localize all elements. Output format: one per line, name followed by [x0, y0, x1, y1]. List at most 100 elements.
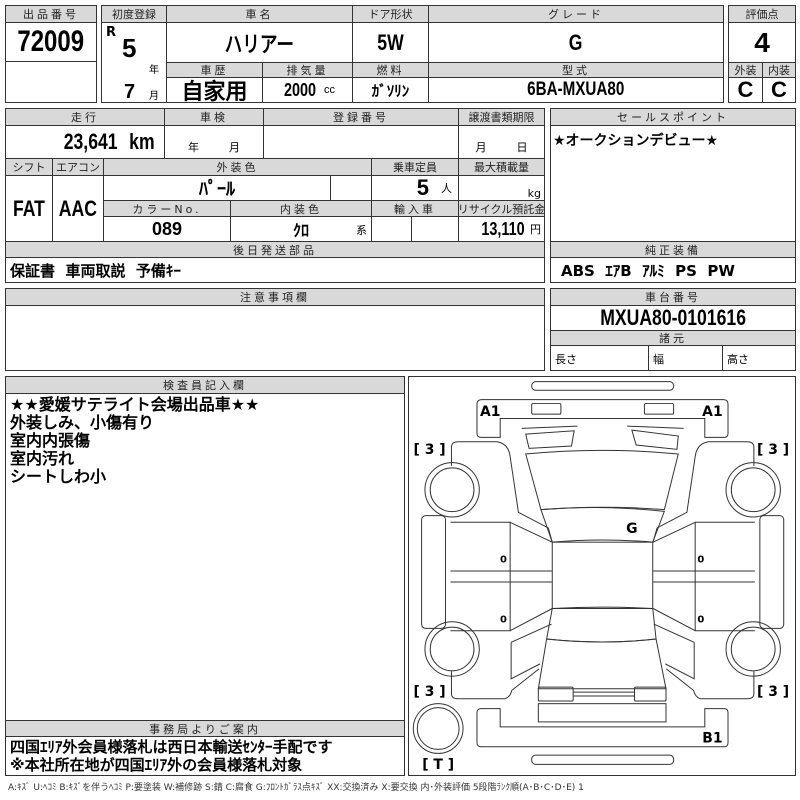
int-color: ｸﾛ系 [230, 216, 372, 242]
exterior-label: 外装 [728, 62, 763, 78]
import-label: 輸入車 [371, 200, 459, 217]
fog-right [643, 403, 675, 415]
spec-length: 長さ [550, 345, 649, 371]
reg-year: 5 [122, 33, 137, 63]
later-parts: 保証書 車両取説 予備ｷｰ [5, 257, 545, 283]
later-parts-label: 後日発送部品 [5, 241, 545, 258]
spec-height: 高さ [722, 345, 796, 371]
roof [551, 541, 654, 609]
max-load-label: 最大積載量 [458, 158, 545, 176]
office-notice: 四国ｴﾘｱ外会員様落札は西日本輸送ｾﾝﾀｰ手配です ※本社所在地が四国ｴﾘｱ外の… [5, 736, 405, 776]
legend: A:ｷｽﾞ U:ﾍｺﾐ B:ｷｽﾞを伴うﾍｺﾐ P:要塗装 W:補修跡 S:錆 … [8, 783, 584, 793]
model-label: 型式 [428, 62, 724, 78]
aircon-label: エアコン [52, 158, 104, 176]
capacity-label: 乗車定員 [371, 158, 459, 176]
equipment: ABS ｴｱB ｱﾙﾐ PS PW [550, 257, 796, 283]
inspector-line: 室内汚れ [10, 449, 75, 468]
lot-label: 出品番号 [5, 5, 97, 23]
reg-month: 7 [124, 81, 136, 103]
history: 自家用 [166, 77, 263, 103]
lot-blank [5, 61, 97, 103]
hood [525, 449, 679, 511]
trunk [537, 638, 667, 690]
inspector-label: 検査員記入欄 [5, 376, 405, 394]
ext-color-label: 外装色 [103, 158, 372, 176]
chassis-label: 車台番号 [550, 288, 796, 306]
headlight-right [631, 429, 679, 450]
mark-rear: B1 [702, 730, 722, 746]
taillight-left [537, 686, 574, 702]
transfer-deadline: 月日 [458, 125, 545, 159]
rear-glass [546, 606, 657, 643]
mark-tire-rl: [ 3 ] [414, 684, 446, 700]
rear-bar [531, 754, 675, 765]
fuel-label: 燃料 [352, 62, 429, 78]
mark-door-fl: 0 [500, 555, 507, 566]
exterior-score: C [728, 77, 763, 103]
mark-spare: [ T ] [422, 757, 454, 773]
grade-label: グレード [428, 5, 724, 23]
history-label: 車歴 [166, 62, 263, 78]
score-label: 評価点 [728, 5, 796, 23]
color-no: 089 [103, 216, 231, 242]
color-no-label: カラーNo. [103, 200, 231, 217]
inspector-line: 室内内張傷 [10, 431, 91, 450]
import-cell-2 [411, 216, 459, 242]
max-load: kg [458, 175, 545, 201]
sales-point-label: セールスポイント [550, 108, 796, 126]
inspection-label: 車検 [164, 108, 264, 126]
door-type: 5W [352, 22, 429, 63]
inspector-line: 外装しみ、小傷有り [10, 413, 155, 432]
chassis-number: MXUA80-0101616 [550, 305, 796, 331]
mark-door-rl: 0 [500, 614, 507, 625]
sales-point: ★オークションデビュー★ [550, 125, 796, 242]
mark-tire-rr: [ 3 ] [757, 684, 789, 700]
front-bar [531, 381, 675, 391]
office-label: 事務局よりご案内 [5, 720, 405, 737]
specs-label: 諸元 [550, 330, 796, 346]
fuel: ｶﾞｿﾘﾝ [352, 77, 429, 103]
left-side [421, 441, 553, 700]
car-diagram-svg: A1 A1 [ 3 ] [ 3 ] [ 3 ] [ 3 ] G B1 [ T ]… [412, 381, 789, 773]
shift: FAT [5, 175, 53, 242]
car-name: ハリアー [166, 22, 353, 63]
grade: G [428, 22, 724, 63]
transfer-deadline-label: 譲渡書類期限 [458, 108, 545, 126]
mark-door-rr: 0 [697, 614, 704, 625]
front-bumper [476, 399, 729, 438]
mark-front-left: A1 [480, 404, 500, 420]
notes-label: 注意事項欄 [5, 288, 545, 306]
mark-door-fr: 0 [697, 555, 704, 566]
car-name-label: 車名 [166, 5, 353, 23]
grille-lines [521, 425, 684, 429]
reg-number-label: 登録番号 [263, 108, 459, 126]
right-side [652, 441, 785, 700]
headlight-left [525, 430, 575, 449]
first-reg-label: 初度登録 [101, 5, 167, 23]
rear-garnish [573, 691, 635, 697]
lot-number: 72009 [5, 22, 97, 62]
displacement-label: 排気量 [262, 62, 353, 78]
inspector-line: ★★愛媛サテライト会場出品車★★ [10, 395, 260, 414]
recycle-label: リサイクル預託金 [458, 200, 545, 217]
shift-label: シフト [5, 158, 53, 176]
taillight-right [634, 686, 667, 702]
month-unit: 月 [149, 91, 159, 102]
mark-tire-fl: [ 3 ] [414, 442, 446, 458]
aircon: AAC [52, 175, 104, 242]
inspection-date: 年月 [164, 125, 264, 159]
windshield [540, 507, 666, 543]
mark-tire-fr: [ 3 ] [757, 442, 789, 458]
spare-tire [412, 703, 464, 754]
year-unit: 年 [149, 65, 159, 76]
ext-color: ﾊﾟｰﾙ [103, 175, 331, 201]
era: R [106, 25, 117, 40]
inspector-line: シートしわ小 [10, 467, 107, 486]
mileage-label: 走行 [5, 108, 165, 126]
door-label: ドア形状 [352, 5, 429, 23]
inspector-notes: ★★愛媛サテライト会場出品車★★ 外装しみ、小傷有り 室内内張傷 室内汚れ シー… [5, 393, 405, 721]
